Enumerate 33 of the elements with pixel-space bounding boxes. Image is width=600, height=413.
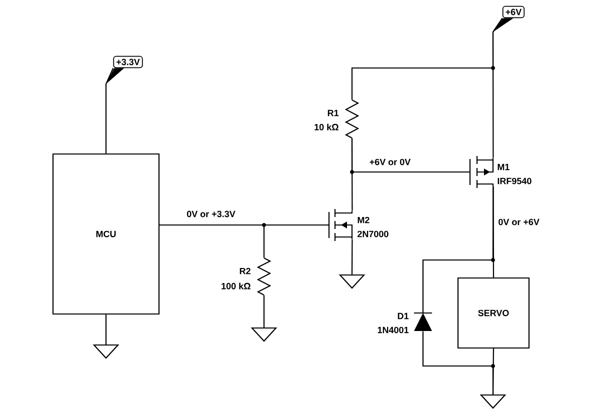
- component-label: 2N7000: [358, 230, 388, 238]
- wire: [422, 186, 494, 313]
- component-label: 1N4001: [378, 326, 409, 334]
- block-box: SERVO: [457, 277, 530, 349]
- component-label: 10 kΩ: [314, 124, 338, 130]
- component-label: R2: [240, 268, 250, 274]
- edge-label: 0V or +6V: [497, 218, 540, 226]
- wire: [160, 224, 265, 258]
- wire: [351, 18, 503, 100]
- wire: [105, 68, 114, 154]
- power-flag: +3.3V: [106, 56, 143, 84]
- component-label: D1: [398, 312, 409, 320]
- mosfet-symbol: [469, 156, 494, 188]
- component-label: R1: [328, 110, 339, 116]
- block-box: MCU: [52, 153, 160, 315]
- wire: [105, 314, 107, 345]
- resistor-symbol: [256, 258, 272, 296]
- edge-label: 0V or +3.3V: [186, 210, 236, 218]
- wire: [351, 239, 353, 275]
- component-label: 100 kΩ: [222, 282, 250, 290]
- wire: [351, 138, 470, 173]
- wire: [263, 295, 265, 328]
- diode-symbol: [414, 312, 432, 331]
- wire: [492, 348, 494, 395]
- resistor-symbol: [344, 100, 360, 138]
- wire: [492, 186, 494, 278]
- component-label: M1: [498, 164, 510, 170]
- mosfet-symbol: [328, 209, 353, 241]
- power-flag: +6V: [493, 6, 525, 32]
- edge-label: +6V or 0V: [368, 158, 412, 166]
- component-label: M2: [358, 216, 370, 224]
- component-label: IRF9540: [498, 178, 532, 184]
- node-label: +6V: [506, 8, 522, 16]
